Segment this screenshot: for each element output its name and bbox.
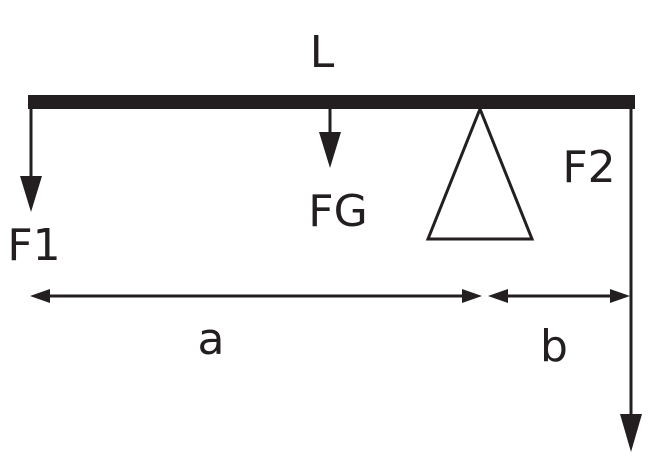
- dimension-b-label: b: [540, 321, 568, 372]
- dimension-a-line: [30, 289, 482, 303]
- beam-label: L: [310, 27, 335, 78]
- dimension-a-label: a: [198, 314, 225, 365]
- f2-label: F2: [562, 142, 615, 193]
- f1-label: F1: [7, 220, 60, 271]
- beam: [28, 95, 635, 109]
- fg-label: FG: [308, 186, 367, 237]
- fg-arrow: [319, 109, 341, 168]
- dimension-b-line: [488, 289, 630, 303]
- f2-arrow: [620, 109, 642, 452]
- f1-arrow: [20, 109, 42, 212]
- fulcrum-triangle: [425, 104, 535, 241]
